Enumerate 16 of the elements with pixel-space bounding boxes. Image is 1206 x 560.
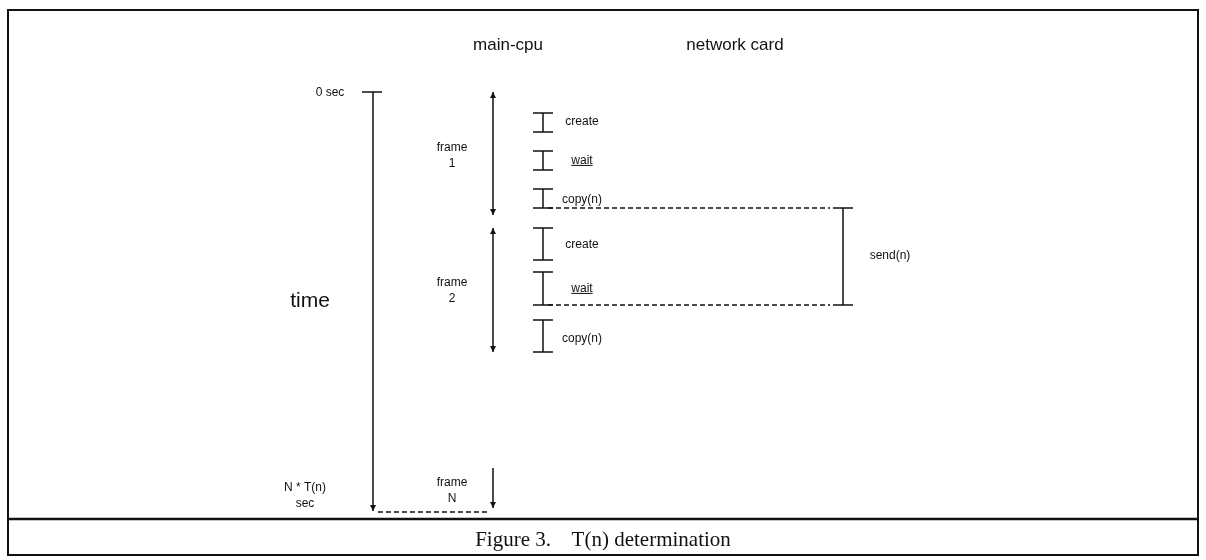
heading-label: network card [686,33,784,56]
timing-label: send(n) [869,246,911,264]
timing-label: frame N [435,473,469,507]
timing-label: frame 2 [435,273,469,307]
timing-label: wait [571,151,593,169]
timing-label: N * T(n) sec [283,478,327,512]
timing-label: wait [571,279,593,297]
figure-caption: Figure 3. T(n) determination [474,527,732,552]
timing-label: frame 1 [435,138,469,172]
timing-label: 0 sec [315,83,345,101]
heading-label: time [290,286,330,313]
timing-label: create [565,112,599,130]
timing-label: create [565,235,599,253]
timing-label: copy(n) [562,190,602,208]
heading-label: main-cpu [473,33,543,56]
timing-label: copy(n) [562,329,602,347]
